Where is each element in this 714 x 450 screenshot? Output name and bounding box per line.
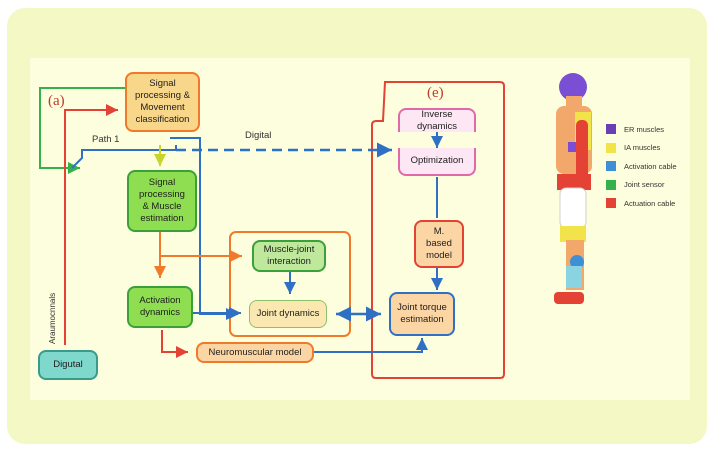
red-feedback-line	[64, 104, 118, 345]
section-e-outline	[371, 81, 505, 379]
side-label: Araumocnnals	[48, 292, 57, 344]
green-loop-line	[39, 87, 125, 174]
legend-item: Joint sensor	[606, 176, 677, 195]
muscle-joint-node: Muscle-joint interaction	[252, 240, 326, 272]
legend-swatch-er	[606, 124, 616, 135]
signal-movement-node: Signal processing & Movement classificat…	[125, 72, 200, 132]
legend-item: ER muscles	[606, 120, 677, 139]
legend-item: Activation cable	[606, 157, 677, 176]
path1-label: Path 1	[92, 134, 120, 145]
legend-swatch-joint	[606, 179, 616, 190]
joint-group-outline	[229, 231, 351, 337]
legend-swatch-ia	[606, 142, 616, 153]
red-to-neuromuscular	[161, 330, 188, 358]
legend-swatch-activation	[606, 161, 616, 172]
legend: ER muscles IA muscles Activation cable J…	[606, 120, 677, 213]
legend-swatch-actuation	[606, 198, 616, 209]
legend-item: Actuation cable	[606, 194, 677, 213]
digutal-node: Digutal	[38, 350, 98, 380]
section-e-label: (e)	[427, 85, 444, 101]
joint-dynamics-node: Joint dynamics	[249, 300, 327, 328]
section-a-label: (a)	[48, 93, 65, 109]
signal-muscle-node: Signal processing & Muscle estimation	[127, 170, 197, 232]
optimization-node: Optimization	[398, 148, 476, 176]
joint-torque-node: Joint torque estimation	[389, 292, 455, 336]
activation-node: Activation dynamics	[127, 286, 193, 328]
legend-item: IA muscles	[606, 139, 677, 158]
neuromuscular-to-torque	[314, 338, 428, 353]
human-figure-illustration	[554, 73, 592, 304]
inverse-dynamics-node: Inverse dynamics	[398, 108, 476, 132]
digital-label: Digital	[245, 130, 272, 141]
path1-line	[71, 145, 177, 169]
neuromuscular-node: Neuromuscular model	[196, 342, 314, 363]
m-based-model-node: M. based model	[414, 220, 464, 268]
